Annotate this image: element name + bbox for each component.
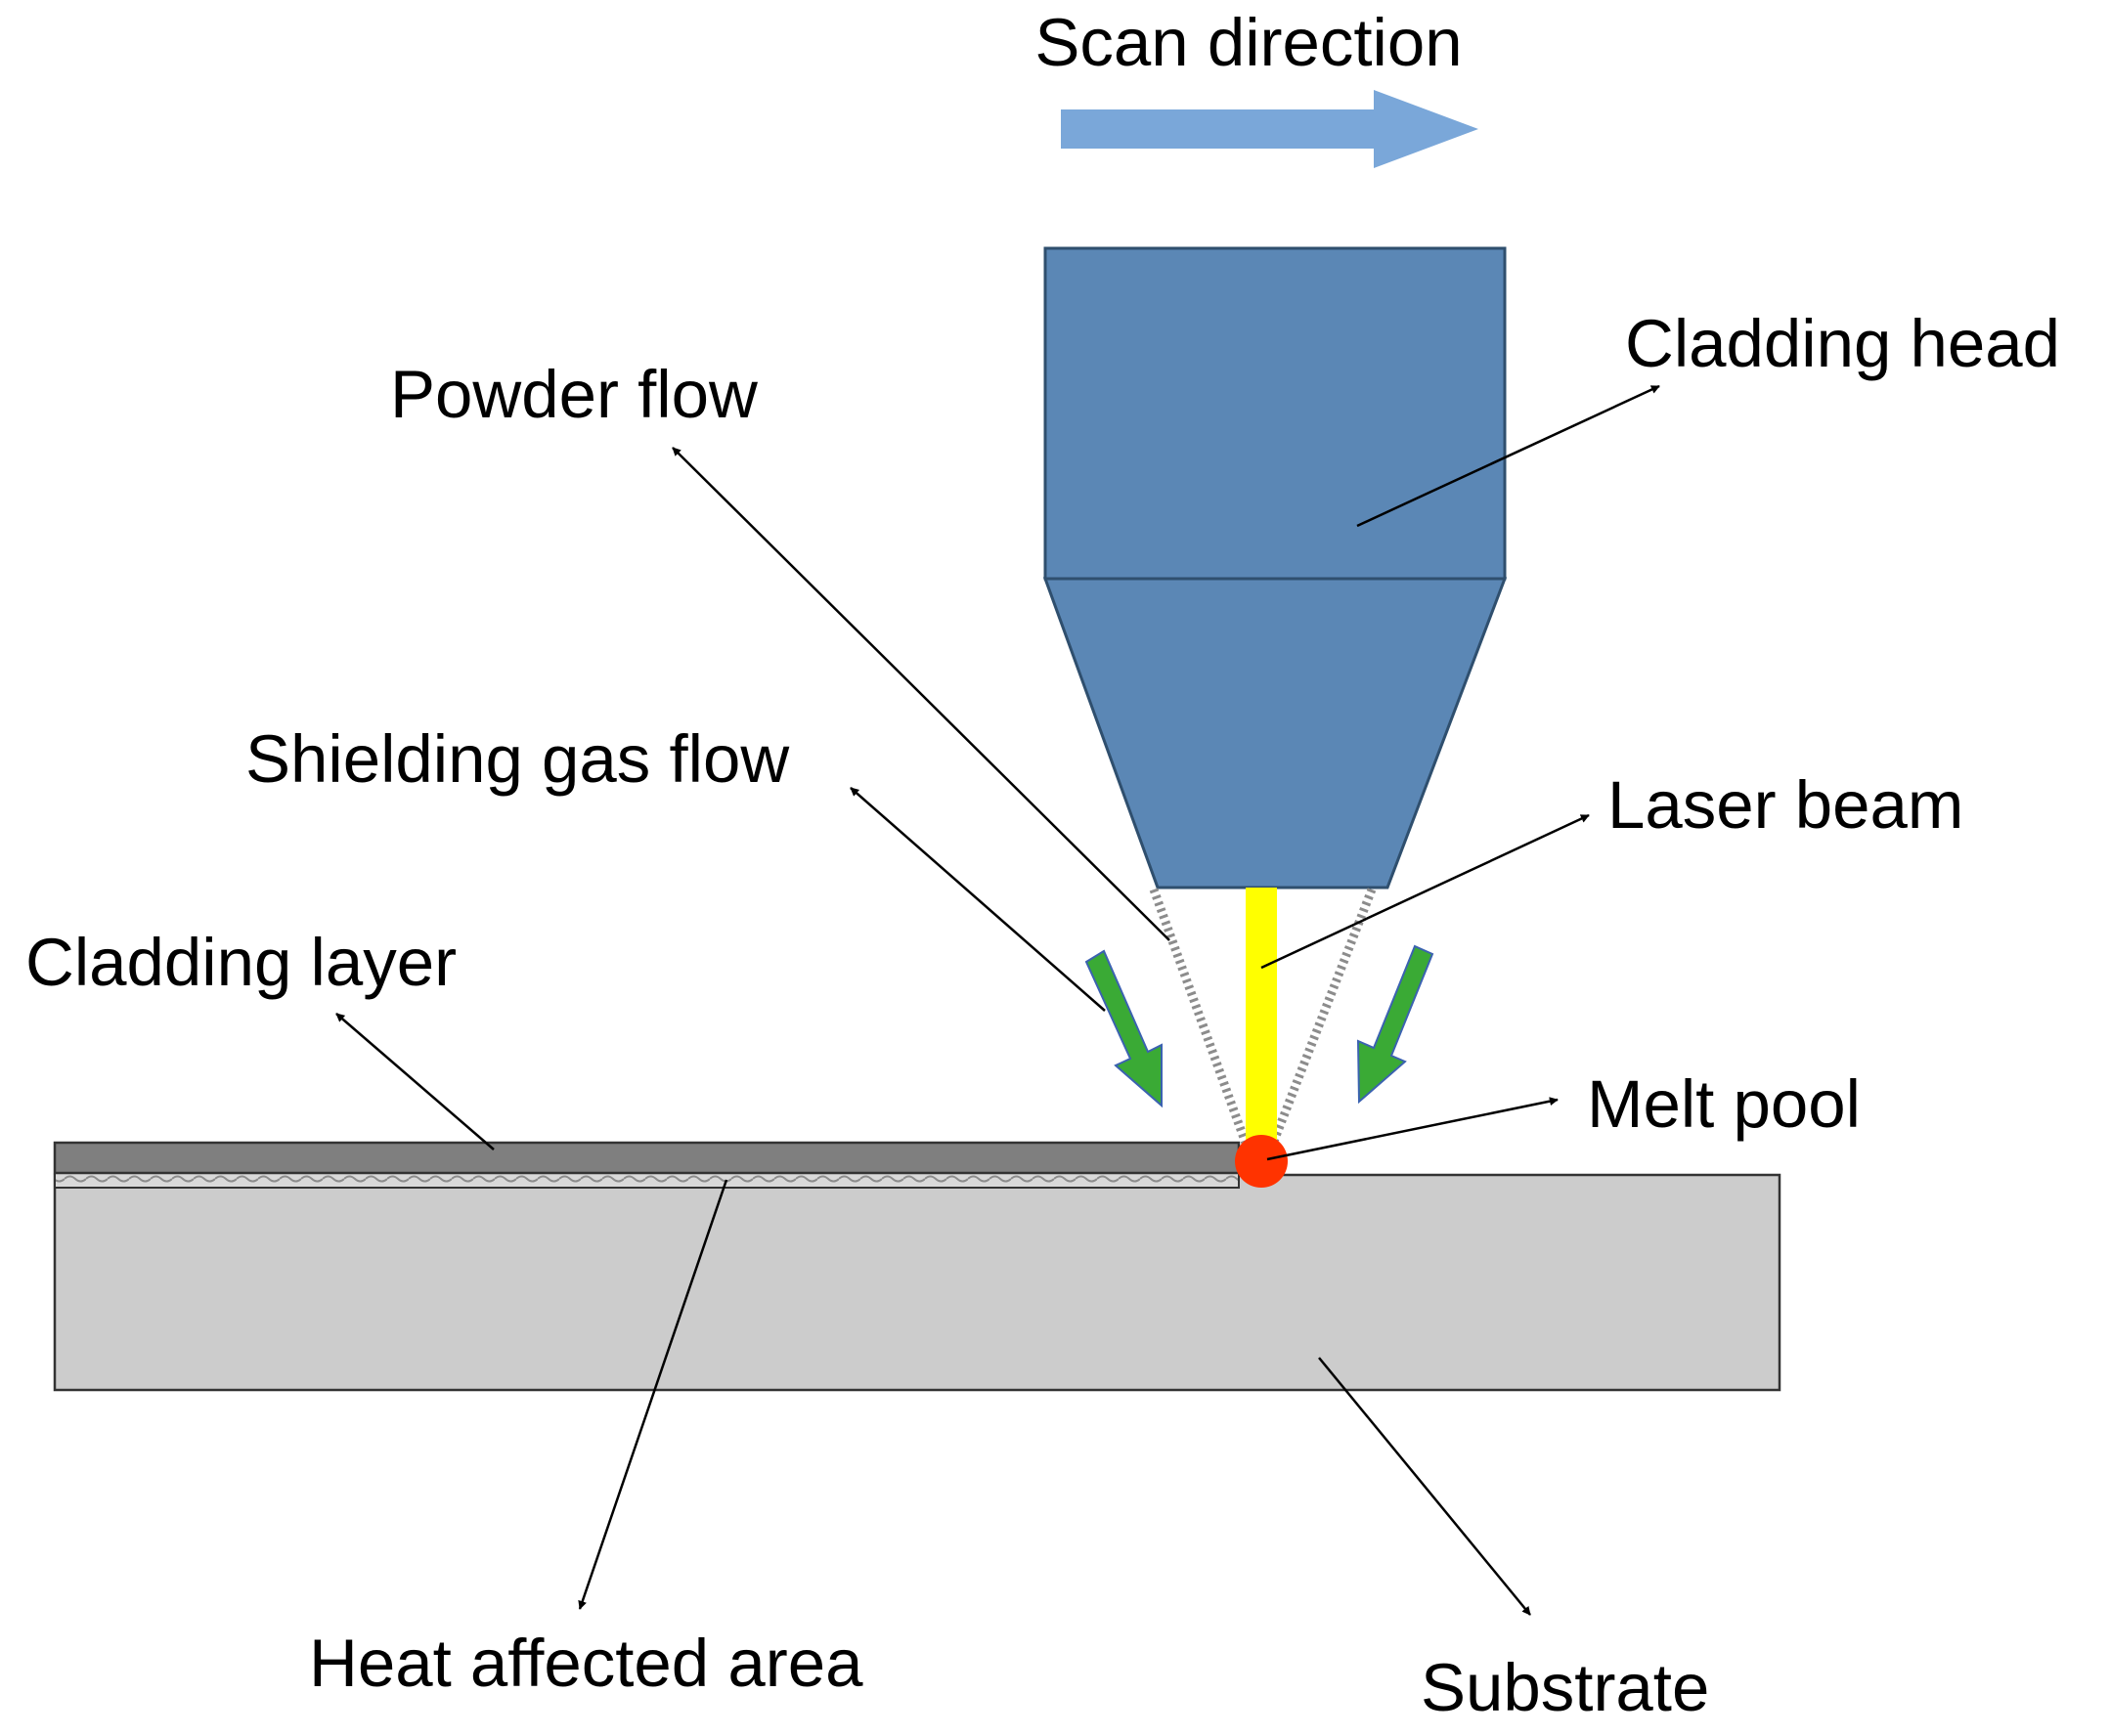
powder-flow-label: Powder flow bbox=[390, 357, 758, 432]
scan-direction-label: Scan direction bbox=[1034, 5, 1462, 80]
heat-affected-area bbox=[54, 1172, 1240, 1189]
powder-flow-right bbox=[1266, 888, 1377, 1150]
shielding-gas-arrow-right bbox=[1356, 944, 1434, 1105]
cladding-head-body bbox=[1043, 246, 1507, 581]
cladding-layer-label: Cladding layer bbox=[25, 925, 457, 1000]
scan-direction-arrow bbox=[1061, 90, 1478, 168]
cladding-head-label: Cladding head bbox=[1625, 306, 2060, 381]
shielding-gas-arrow-left bbox=[1084, 949, 1163, 1108]
cladding-layer-leader bbox=[335, 1013, 495, 1150]
substrate-label: Substrate bbox=[1421, 1650, 1709, 1725]
laser-beam bbox=[1246, 888, 1277, 1144]
substrate bbox=[53, 1173, 1781, 1392]
heat-affected-area-leader bbox=[578, 1179, 728, 1610]
melt-pool-leader bbox=[1266, 1097, 1559, 1161]
melt-pool-label: Melt pool bbox=[1587, 1066, 1861, 1142]
substrate-leader bbox=[1318, 1357, 1531, 1616]
melt-pool bbox=[1235, 1135, 1288, 1188]
laser-beam-leader bbox=[1260, 813, 1590, 970]
shielding-gas-leader bbox=[850, 787, 1106, 1012]
powder-flow-leader bbox=[672, 447, 1170, 941]
laser-beam-label: Laser beam bbox=[1607, 767, 1963, 843]
cladding-head-nozzle bbox=[1042, 577, 1508, 890]
shielding-gas-flow-label: Shielding gas flow bbox=[245, 721, 789, 797]
cladding-layer bbox=[53, 1141, 1241, 1175]
heat-affected-area-label: Heat affected area bbox=[309, 1626, 863, 1701]
powder-flow-left bbox=[1149, 888, 1253, 1150]
cladding-head-leader bbox=[1356, 384, 1660, 528]
